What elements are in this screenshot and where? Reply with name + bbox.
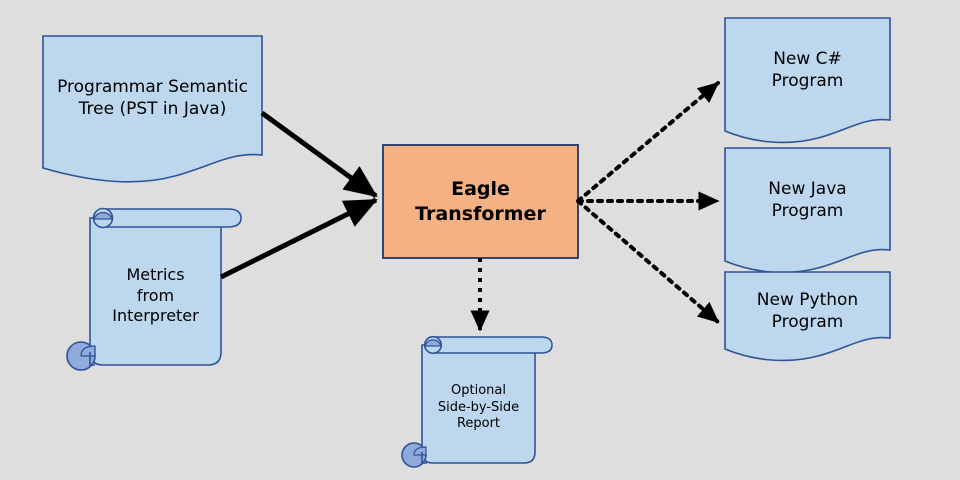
new-java-program-shape[interactable]: [724, 147, 891, 274]
optional-report-top-curl-fill: [424, 339, 442, 347]
metrics-scroll-bottom-curl-notch: [80, 345, 96, 357]
connector-transformer-to-csharp: [576, 81, 720, 203]
optional-report-bottom-curl-notch: [413, 446, 427, 456]
optional-report-bottom-edge: [421, 452, 427, 464]
metrics-scroll-bottom-edge: [89, 352, 95, 366]
optional-report-body: [421, 344, 536, 464]
optional-report-top-roll: [432, 336, 553, 354]
metrics-scroll-body: [89, 217, 222, 366]
new-csharp-program-shape[interactable]: [724, 17, 891, 144]
eagle-transformer-shape[interactable]: [382, 144, 579, 259]
new-java-program-body: [724, 147, 891, 274]
new-csharp-program-body: [724, 17, 891, 144]
metrics-scroll-top-curl-fill: [93, 211, 113, 220]
metrics-scroll-top-roll: [102, 208, 242, 228]
pst-document-body: [42, 35, 263, 183]
connector-metrics-to-transformer-line: [219, 197, 378, 280]
connector-metrics-to-transformer: [219, 197, 378, 280]
metrics-scroll-shape[interactable]: [66, 207, 242, 371]
eagle-transformer-box: [382, 144, 579, 259]
connector-pst-to-transformer-line: [260, 110, 378, 199]
connector-transformer-to-python-line: [576, 199, 720, 324]
new-python-program-body: [724, 271, 891, 362]
connector-transformer-to-python: [576, 199, 720, 324]
new-python-program-shape[interactable]: [724, 271, 891, 362]
pst-document-shape[interactable]: [42, 35, 263, 183]
connector-transformer-to-csharp-line: [576, 81, 720, 203]
optional-report-shape[interactable]: [401, 335, 553, 468]
connector-pst-to-transformer: [260, 110, 378, 199]
